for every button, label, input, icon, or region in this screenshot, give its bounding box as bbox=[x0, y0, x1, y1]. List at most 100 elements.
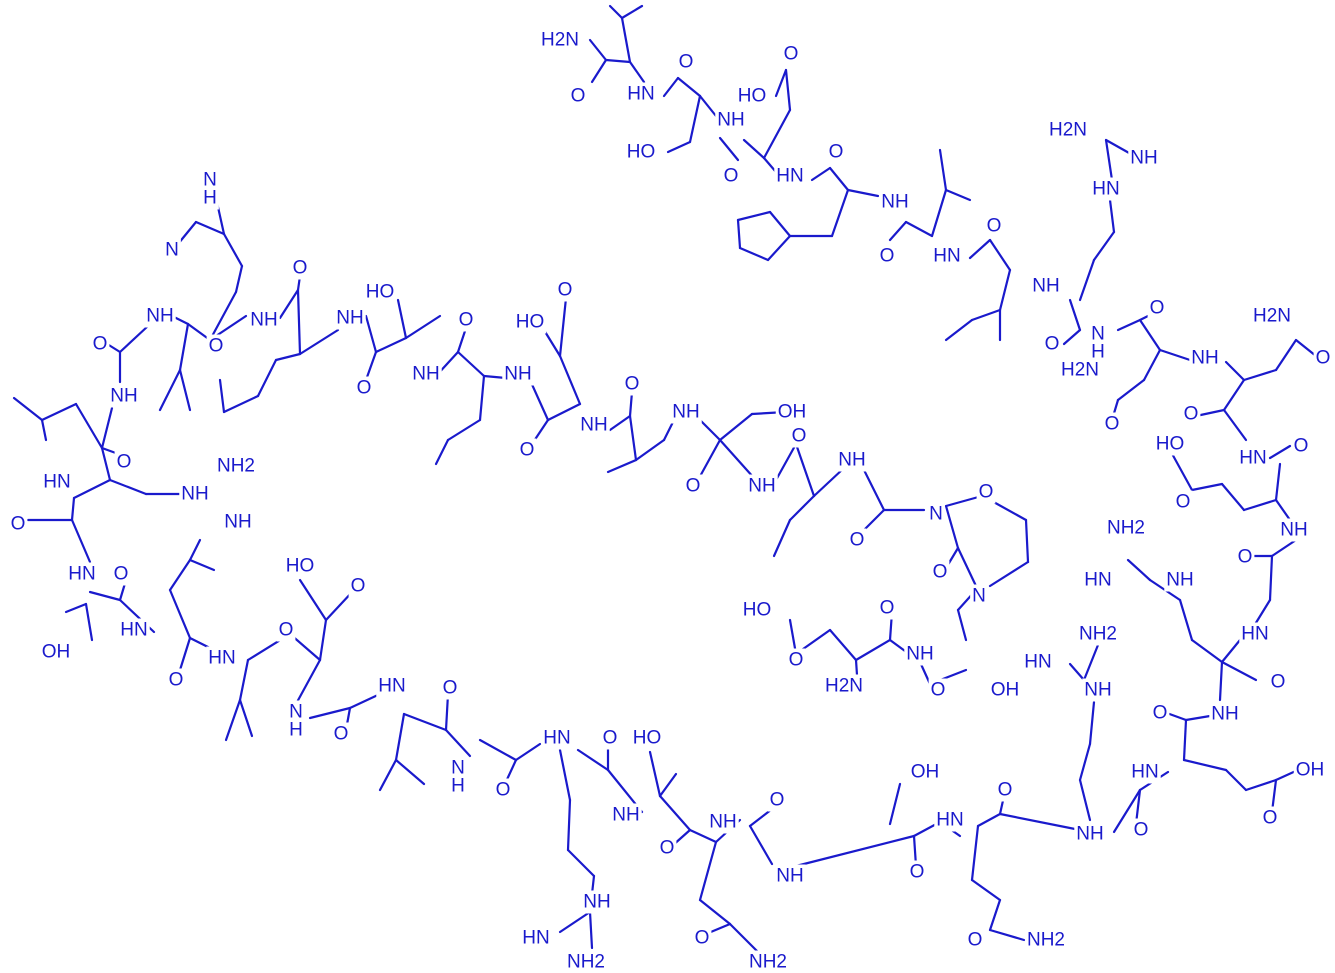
atom-label-backdrop bbox=[1209, 702, 1241, 726]
atom-label-backdrop bbox=[1042, 332, 1062, 356]
atom-label-backdrop bbox=[206, 334, 226, 358]
atom-label: NH bbox=[1280, 520, 1307, 541]
atom-label: NH2 bbox=[749, 952, 787, 973]
atom-label: HN bbox=[776, 166, 803, 187]
atom-label: HN bbox=[43, 472, 70, 493]
atom-label: NH bbox=[717, 110, 744, 131]
atom-label: H2N bbox=[1253, 306, 1291, 327]
atom-label-backdrop bbox=[928, 678, 948, 702]
atom-label: NH bbox=[181, 484, 208, 505]
atom-label-backdrop bbox=[1030, 274, 1062, 298]
atom-label: OH bbox=[911, 762, 940, 783]
atom-label: H bbox=[289, 720, 303, 741]
atom-label-backdrop bbox=[1181, 402, 1201, 426]
atom-label-backdrop bbox=[1024, 928, 1068, 952]
atom-label: O bbox=[459, 310, 474, 331]
atom-label: O bbox=[571, 86, 586, 107]
atom-label: O bbox=[1316, 348, 1331, 369]
atom-label: O bbox=[117, 452, 132, 473]
atom-label-backdrop bbox=[1082, 568, 1114, 592]
atom-label: NH bbox=[776, 866, 803, 887]
atom-label: NH bbox=[224, 512, 251, 533]
atom-label-backdrop bbox=[440, 676, 460, 700]
atom-label-backdrop bbox=[822, 674, 866, 698]
atom-label: O bbox=[1294, 436, 1309, 457]
atom-label: O bbox=[558, 280, 573, 301]
atom-label: NH bbox=[504, 364, 531, 385]
atom-label: HN bbox=[1092, 179, 1119, 200]
atom-label: HO bbox=[366, 282, 395, 303]
atom-label: NH2 bbox=[1027, 930, 1065, 951]
atom-label-backdrop bbox=[1153, 432, 1187, 456]
atom-label: O bbox=[114, 564, 129, 585]
atom-label: OH bbox=[991, 680, 1020, 701]
atom-label: HN bbox=[936, 810, 963, 831]
atom-label: NH bbox=[1166, 570, 1193, 591]
atom-label-backdrop bbox=[363, 280, 397, 304]
atom-label: O bbox=[496, 780, 511, 801]
atom-label: HN bbox=[1241, 624, 1268, 645]
atom-label: HN bbox=[120, 620, 147, 641]
atom-label-backdrop bbox=[847, 528, 867, 552]
atom-label: H2N bbox=[825, 676, 863, 697]
atom-label-backdrop bbox=[222, 510, 254, 534]
atom-label: HO bbox=[286, 556, 315, 577]
atom-label-backdrop bbox=[965, 928, 985, 952]
atom-label-backdrop bbox=[715, 108, 747, 132]
atom-label: NH bbox=[580, 415, 607, 436]
atom-label-backdrop bbox=[1278, 518, 1310, 542]
atom-label: NH bbox=[1211, 704, 1238, 725]
atom-label-backdrop bbox=[1150, 701, 1170, 725]
atom-label: O bbox=[1105, 414, 1120, 435]
atom-label-backdrop bbox=[988, 678, 1022, 702]
atom-label: O bbox=[93, 334, 108, 355]
bond-lines bbox=[12, 4, 1318, 956]
atom-label: O bbox=[724, 166, 739, 187]
atom-label-backdrop bbox=[287, 718, 305, 742]
atom-label: O bbox=[850, 530, 865, 551]
atom-label-backdrop bbox=[555, 278, 575, 302]
atom-label: O bbox=[695, 928, 710, 949]
atom-label-backdrop bbox=[625, 82, 657, 106]
atom-label-backdrop bbox=[907, 860, 927, 884]
atom-label-backdrop bbox=[970, 584, 988, 608]
atom-label-backdrop bbox=[600, 726, 620, 750]
atom-label: O bbox=[357, 378, 372, 399]
atom-label-backdrop bbox=[1260, 806, 1280, 830]
atom-label: O bbox=[1184, 404, 1199, 425]
atom-label: OH bbox=[1296, 760, 1325, 781]
atom-label-backdrop bbox=[1076, 622, 1120, 646]
atom-label-backdrop bbox=[879, 190, 911, 214]
atom-label-backdrop bbox=[746, 950, 790, 973]
atom-label-backdrop bbox=[1082, 678, 1114, 702]
atom-label: HO bbox=[627, 142, 656, 163]
atom-label: NH2 bbox=[217, 456, 255, 477]
atom-label-backdrop bbox=[179, 482, 211, 506]
atom-label: O bbox=[933, 562, 948, 583]
atom-label-backdrop bbox=[1102, 412, 1122, 436]
atom-label-backdrop bbox=[1104, 516, 1148, 540]
atom-label: O bbox=[1153, 703, 1168, 724]
atom-label-backdrop bbox=[564, 950, 608, 973]
atom-label: NH bbox=[881, 192, 908, 213]
atom-label: O bbox=[979, 482, 994, 503]
atom-label-backdrop bbox=[449, 774, 467, 798]
atom-label: NH bbox=[838, 450, 865, 471]
atom-label: H2N bbox=[1061, 360, 1099, 381]
atom-label-backdrop bbox=[1239, 622, 1271, 646]
atom-label-backdrop bbox=[610, 803, 642, 827]
atom-label: H bbox=[203, 188, 217, 209]
atom-label: HN bbox=[543, 728, 570, 749]
atom-label-backdrop bbox=[1131, 818, 1151, 842]
atom-label: O bbox=[520, 440, 535, 461]
atom-label-backdrop bbox=[1090, 177, 1122, 201]
atom-label: O bbox=[279, 620, 294, 641]
atom-label: NH bbox=[1084, 680, 1111, 701]
atom-label: O bbox=[998, 780, 1013, 801]
atom-label: HO bbox=[743, 600, 772, 621]
atom-label: NH bbox=[146, 306, 173, 327]
atom-label-backdrop bbox=[578, 413, 610, 437]
atom-label-backdrop bbox=[931, 244, 963, 268]
atom-label-backdrop bbox=[1291, 434, 1311, 458]
